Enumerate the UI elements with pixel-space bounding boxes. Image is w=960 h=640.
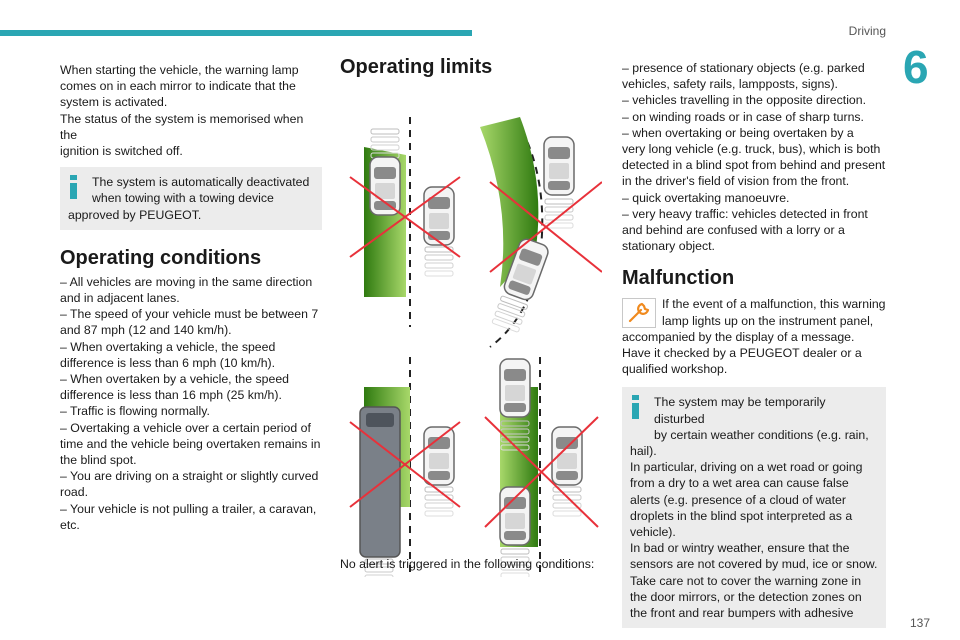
text-line: difference is less than 6 mph (10 km/h).: [60, 355, 276, 370]
heading-malfunction: Malfunction: [622, 267, 735, 290]
text-line: the door mirrors, or the detection zones…: [630, 589, 862, 604]
text-line: the front and rear bumpers with adhesive: [630, 606, 854, 621]
text-line: – When overtaken by a vehicle, the speed: [60, 372, 289, 387]
column-middle: Operating limits: [340, 55, 602, 577]
text-line: – Traffic is flowing normally.: [60, 404, 210, 419]
section-name: Driving: [848, 24, 886, 38]
text-line: If the event of a malfunction, this warn…: [662, 297, 886, 312]
text-line: – You are driving on a straight or sligh…: [60, 469, 319, 484]
text-line: etc.: [60, 517, 80, 532]
text-line: – quick overtaking manoeuvre.: [622, 190, 790, 205]
text-line: accompanied by the display of a message.: [622, 329, 855, 344]
info-icon: [68, 175, 80, 200]
text-line: approved by PEUGEOT.: [68, 207, 202, 222]
text-line: from a dry to a wet area can cause false: [630, 476, 849, 491]
text-line: – presence of stationary objects (e.g. p…: [622, 61, 865, 75]
limits-list: – presence of stationary objects (e.g. p…: [622, 60, 886, 254]
text-line: ignition is switched off.: [60, 144, 183, 159]
heading-operating-conditions: Operating conditions: [60, 246, 262, 269]
text-line: – Overtaking a vehicle over a certain pe…: [60, 420, 311, 435]
info-box-weather: The system may be temporarily disturbed …: [622, 387, 886, 629]
column-right: – presence of stationary objects (e.g. p…: [622, 60, 886, 629]
text-line: and behind are confused with a lorry or …: [622, 223, 845, 238]
text-line: Take care not to cover the warning zone …: [630, 573, 862, 588]
panel-sharp-turns: [480, 117, 602, 348]
figure-caption: No alert is triggered in the following c…: [340, 557, 595, 571]
text-line: Have it checked by a PEUGEOT dealer or a: [622, 346, 862, 361]
panel-heavy-traffic: [484, 357, 599, 577]
text-line: when towing with a towing device: [92, 191, 274, 206]
info-icon: [630, 395, 642, 420]
text-line: When starting the vehicle, the warning l…: [60, 63, 299, 77]
text-line: system is activated.: [60, 95, 168, 110]
header-accent-bar: [0, 30, 472, 36]
panel-stationary-objects: [349, 117, 461, 327]
text-line: – vehicles travelling in the opposite di…: [622, 93, 867, 108]
text-line: In bad or wintry weather, ensure that th…: [630, 541, 850, 556]
text-line: hail).: [630, 444, 657, 459]
text-line: sensors are not covered by mud, ice or s…: [630, 557, 878, 572]
info-box-towing: The system is automatically deactivated …: [60, 167, 322, 230]
text-line: The system may be temporarily disturbed: [654, 395, 826, 426]
text-line: – All vehicles are moving in the same di…: [60, 274, 313, 289]
column-left: When starting the vehicle, the warning l…: [60, 62, 322, 533]
text-line: vehicles, safety rails, lampposts, signs…: [622, 77, 838, 92]
text-line: alerts (e.g. presence of a cloud of wate…: [630, 492, 846, 507]
text-line: difference is less than 16 mph (25 km/h)…: [60, 388, 282, 403]
text-line: comes on in each mirror to indicate that…: [60, 79, 296, 94]
text-line: the blind spot.: [60, 453, 137, 468]
operating-limits-illustration: [340, 87, 602, 577]
text-line: – Your vehicle is not pulling a trailer,…: [60, 501, 317, 516]
chapter-number: 6: [903, 41, 929, 93]
text-line: lamp lights up on the instrument panel,: [662, 313, 874, 328]
text-line: in the driver's field of vision from the…: [622, 174, 850, 189]
panel-long-vehicle: [349, 357, 461, 577]
text-line: – The speed of your vehicle must be betw…: [60, 307, 319, 322]
page-number: 137: [909, 616, 930, 630]
text-line: by certain weather conditions (e.g. rain…: [654, 427, 869, 442]
text-line: stationary object.: [622, 239, 715, 254]
conditions-list: – All vehicles are moving in the same di…: [60, 274, 322, 533]
illustration-svg: [349, 117, 602, 577]
text-line: – on winding roads or in case of sharp t…: [622, 109, 864, 124]
text-line: The status of the system is memorised wh…: [60, 111, 304, 142]
text-line: detected in a blind spot from behind and…: [622, 158, 886, 173]
text-line: qualified workshop.: [622, 362, 728, 377]
text-line: and in adjacent lanes.: [60, 291, 180, 306]
text-line: In particular, driving on a wet road or …: [630, 460, 863, 475]
heading-operating-limits: Operating limits: [340, 56, 493, 78]
text-line: very long vehicle (e.g. truck, bus), whi…: [622, 142, 881, 157]
text-line: droplets in the blind spot interpreted a…: [630, 508, 853, 523]
text-line: The system is automatically deactivated: [92, 175, 310, 190]
text-line: – When overtaking a vehicle, the speed: [60, 339, 276, 354]
wrench-warning-icon: [622, 298, 656, 329]
text-line: and 87 mph (12 and 140 km/h).: [60, 323, 232, 338]
text-line: vehicle).: [630, 525, 676, 540]
intro-paragraph: When starting the vehicle, the warning l…: [60, 62, 322, 159]
malfunction-paragraph: If the event of a malfunction, this warn…: [622, 296, 886, 377]
text-line: time and the vehicle being overtaken rem…: [60, 436, 321, 451]
text-line: – very heavy traffic: vehicles detected …: [622, 206, 868, 221]
text-line: road.: [60, 485, 89, 500]
text-line: – when overtaking or being overtaken by …: [622, 125, 854, 140]
